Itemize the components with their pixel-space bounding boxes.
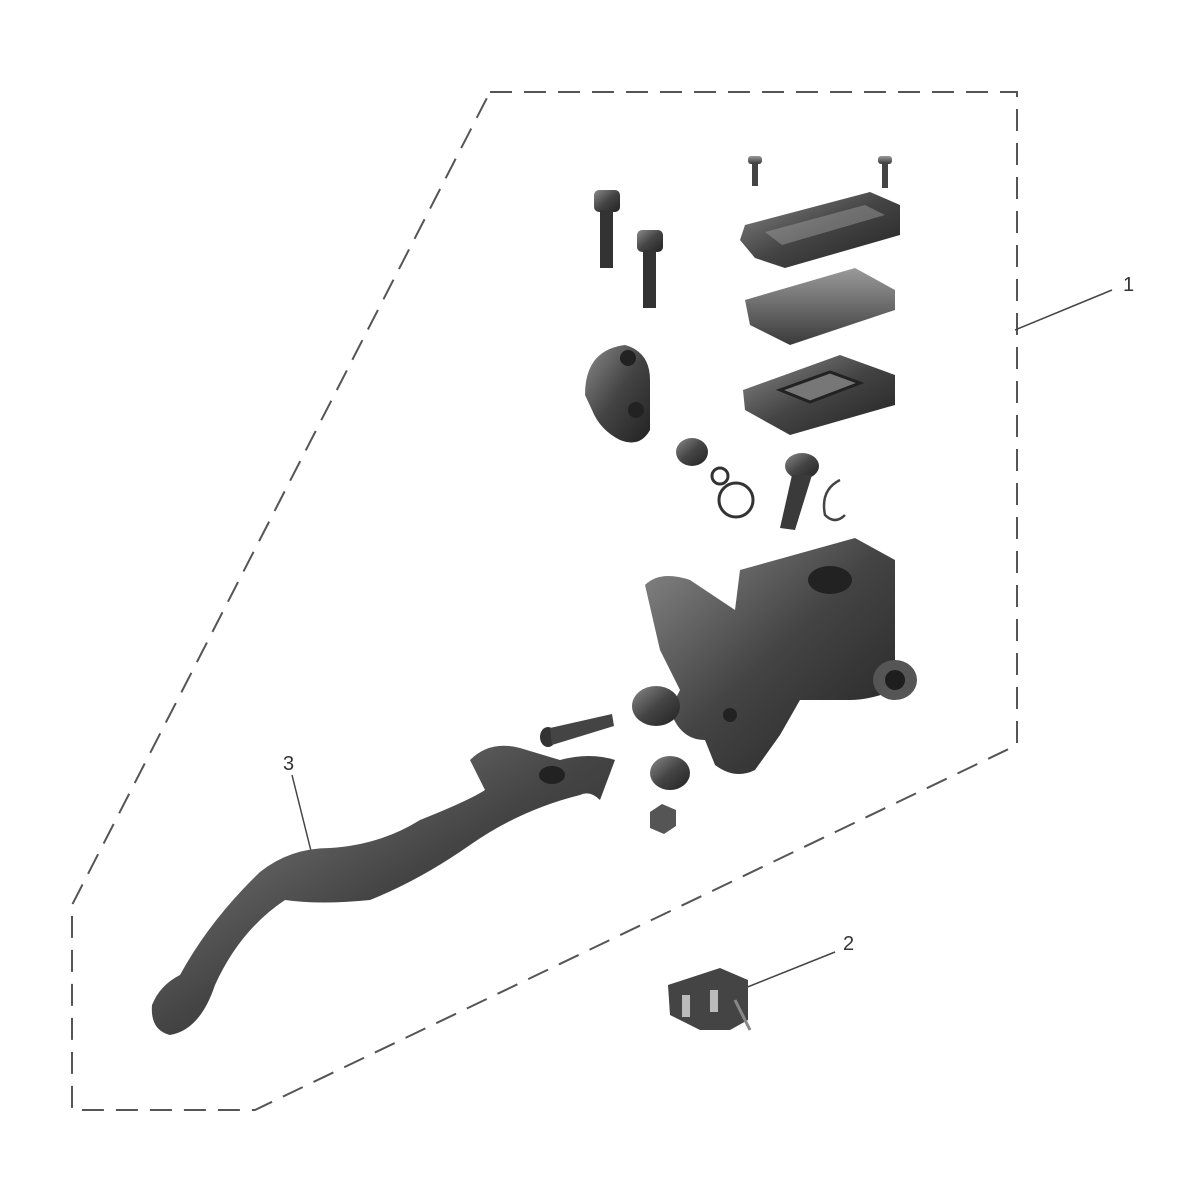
- leader-line-1: [1014, 289, 1113, 331]
- leader-line-2: [739, 951, 836, 991]
- retaining-clip: [822, 478, 846, 522]
- spring-clip: [710, 466, 730, 486]
- cap-screw: [748, 156, 892, 188]
- handlebar-clamp: [585, 345, 650, 443]
- clamp-bolts: [594, 190, 663, 308]
- reservoir-cap: [740, 192, 900, 268]
- o-ring: [717, 481, 755, 519]
- lever-pin: [540, 714, 614, 747]
- callout-1: 1: [1123, 274, 1134, 296]
- dust-cover: [650, 756, 690, 790]
- master-cylinder-body: [645, 538, 917, 774]
- callout-3: 3: [283, 753, 294, 775]
- assembly-boundary: [71, 91, 1018, 1111]
- piston-boot: [676, 438, 708, 466]
- brake-lever: [151, 745, 615, 1035]
- lever-bush: [632, 686, 680, 726]
- nut: [650, 804, 676, 834]
- callout-2: 2: [843, 933, 854, 955]
- brake-light-switch: [668, 968, 752, 1031]
- cap-plate: [745, 268, 895, 345]
- diaphragm: [743, 355, 895, 435]
- leader-line-3: [291, 774, 313, 856]
- pivot-bolt: [780, 453, 819, 530]
